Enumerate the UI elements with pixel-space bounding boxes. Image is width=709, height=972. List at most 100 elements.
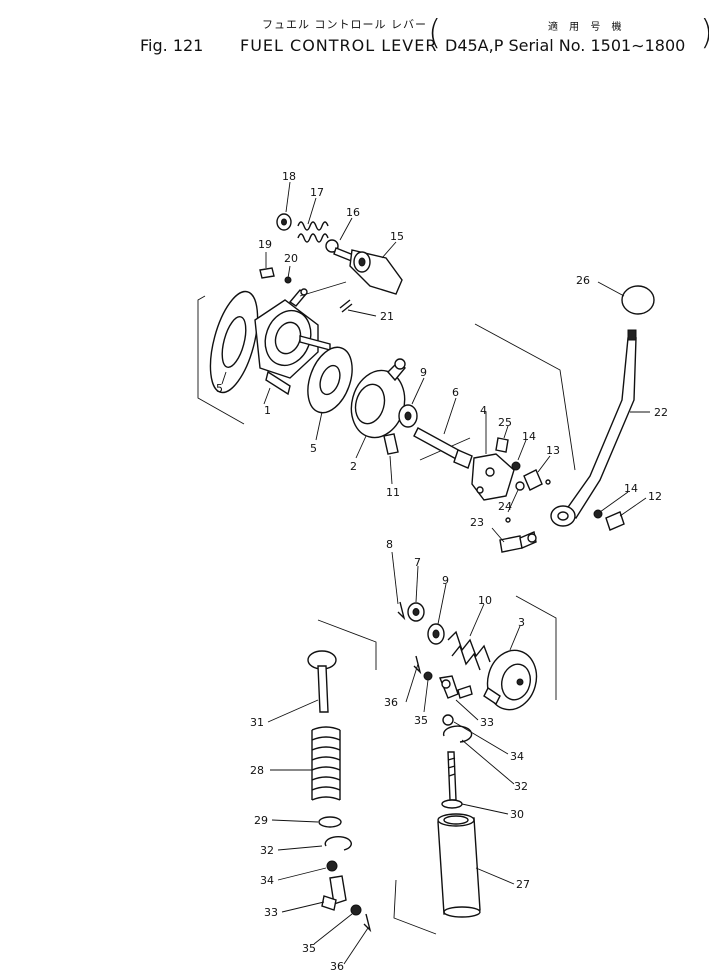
leader-21 [347,309,377,317]
callout-33-upper: 33 [480,716,494,729]
cotter-pin-36-upper [413,655,422,675]
callout-5-left: 5 [216,382,223,395]
group-bracket-27 [393,879,437,935]
leader-16 [339,217,353,241]
leader-6 [443,397,457,435]
bracket-housing-1 [254,288,331,396]
leader-1 [263,387,271,405]
leader-5-right [315,411,323,441]
callout-1: 1 [264,404,271,417]
leader-36-upper [405,663,419,703]
group-bracket-31 [317,619,377,670]
leader-17 [307,197,317,225]
spring-17 [297,221,329,243]
washer-24 [515,481,525,491]
callout-34-upper: 34 [510,750,524,763]
nut-35-lower [350,904,362,916]
leader-10 [469,603,485,637]
leader-32-upper [461,739,515,785]
callout-7: 7 [414,556,421,569]
washer-34-upper [442,714,454,726]
bolt-23 [499,531,537,553]
callout-4: 4 [480,404,487,417]
callout-27: 27 [516,878,530,891]
serial-label-japanese: 適 用 号 機 [548,22,626,33]
washer-14-lower [593,509,603,519]
figure-title: FUEL CONTROL LEVER [240,36,438,55]
leader-33-upper [455,699,479,721]
leader-29 [271,819,319,823]
bolt-6 [413,427,473,469]
leader-35-upper [423,679,429,713]
leader-8 [391,551,399,605]
leader-13 [537,455,551,473]
leader-9-lower [437,583,447,625]
snap-ring-32-lower [324,836,352,851]
washer-29 [318,816,342,828]
cam-hub-2 [350,358,406,439]
callout-31: 31 [250,716,264,729]
callout-8: 8 [386,538,393,551]
lever-arm-22 [550,329,637,527]
washer-plate-5-left [209,290,259,394]
leader-23 [491,527,505,543]
link-15 [349,249,403,295]
group-bracket-3 [515,595,557,700]
callout-32-upper: 32 [514,780,528,793]
disc-3 [483,649,538,711]
spring-10 [447,630,491,671]
leader-15 [381,241,397,259]
pin-11 [383,433,399,455]
cotter-pin-8 [397,601,406,621]
cap-18 [276,213,292,231]
spring-28 [311,726,341,801]
callout-13: 13 [546,444,560,457]
callout-21: 21 [380,310,394,323]
leader-7 [415,565,419,603]
leader-26 [597,281,625,297]
nut-7 [407,602,425,622]
callout-9-lower: 9 [442,574,449,587]
rod-30 [441,751,463,809]
figure-number: Fig. 121 [140,36,204,55]
callout-29: 29 [254,814,268,827]
leader-35-lower [313,913,353,945]
lever-plate-4 [471,453,515,501]
open-paren: ( [428,13,442,53]
callout-30: 30 [510,808,524,821]
callout-22: 22 [654,406,668,419]
japanese-title: フュエル コントロール レバー [262,18,427,31]
callout-3: 3 [518,616,525,629]
leader-18 [285,181,291,213]
cotter-pin-36-lower [363,913,372,933]
leader-9-upper [411,377,425,405]
leader-32-lower [277,845,323,851]
bolt-19 [259,267,275,279]
callout-33-lower: 33 [264,906,278,919]
leader-31 [267,699,319,723]
washer-34-lower [326,860,338,872]
washer-9-upper [398,404,418,428]
callout-14-lower: 14 [624,482,638,495]
callout-10: 10 [478,594,492,607]
snap-ring-32-upper [442,725,473,743]
callout-35-upper: 35 [414,714,428,727]
washer-24b [505,517,511,523]
leader-20 [287,265,291,279]
callout-6: 6 [452,386,459,399]
callout-23: 23 [470,516,484,529]
callout-26: 26 [576,274,590,287]
leader-34-upper [453,721,509,755]
rod-end-33-upper [439,675,473,699]
leader-27 [475,867,515,885]
washer-9-lower [427,623,445,645]
callout-20: 20 [284,252,298,265]
leader-12 [619,497,647,517]
leader-36-lower [343,927,369,965]
bolt-12 [605,511,625,531]
callout-17: 17 [310,186,324,199]
leader-14-lower [599,491,629,513]
callout-24: 24 [498,500,512,513]
